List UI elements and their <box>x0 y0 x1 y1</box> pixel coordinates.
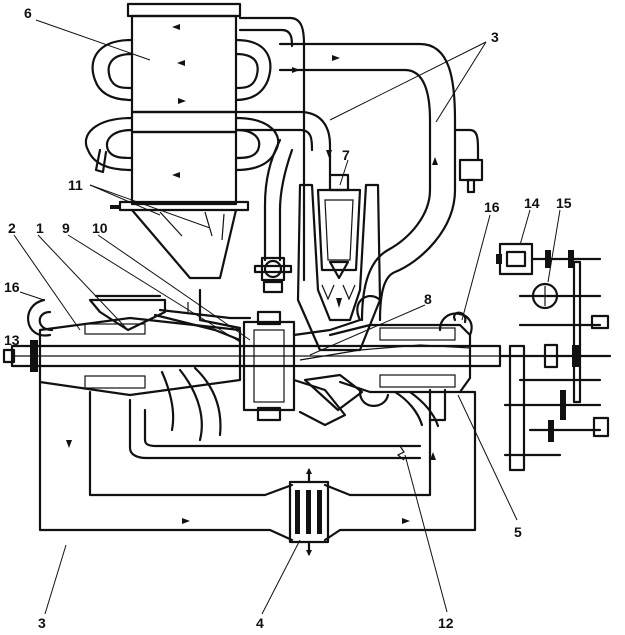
label-16-right: 16 <box>484 199 500 215</box>
callout-labels: 6 3 7 11 14 15 16 2 1 9 10 8 16 13 5 3 4… <box>4 5 572 631</box>
valve <box>253 256 293 294</box>
label-15: 15 <box>556 195 572 211</box>
label-14: 14 <box>524 195 540 211</box>
recuperator <box>288 468 330 556</box>
label-9: 9 <box>62 220 70 236</box>
label-1: 1 <box>36 220 44 236</box>
recuperator-ducts <box>84 38 280 174</box>
gearbox <box>496 242 612 472</box>
label-7: 7 <box>342 147 350 163</box>
label-16-left: 16 <box>4 279 20 295</box>
label-12: 12 <box>438 615 454 631</box>
label-10: 10 <box>92 220 108 236</box>
engine-core <box>2 288 502 442</box>
combustion-chamber <box>296 173 382 352</box>
leader-lines <box>13 19 561 615</box>
label-2: 2 <box>8 220 16 236</box>
upper-ducts <box>172 16 484 322</box>
label-13: 13 <box>4 332 20 348</box>
label-8: 8 <box>424 291 432 307</box>
lower-ducts <box>38 380 477 542</box>
label-5: 5 <box>514 524 522 540</box>
label-4: 4 <box>256 615 264 631</box>
label-11: 11 <box>68 177 83 193</box>
heat-exchanger <box>110 2 250 280</box>
label-6: 6 <box>24 5 32 21</box>
label-3-top: 3 <box>491 29 499 45</box>
label-3-bottom: 3 <box>38 615 46 631</box>
